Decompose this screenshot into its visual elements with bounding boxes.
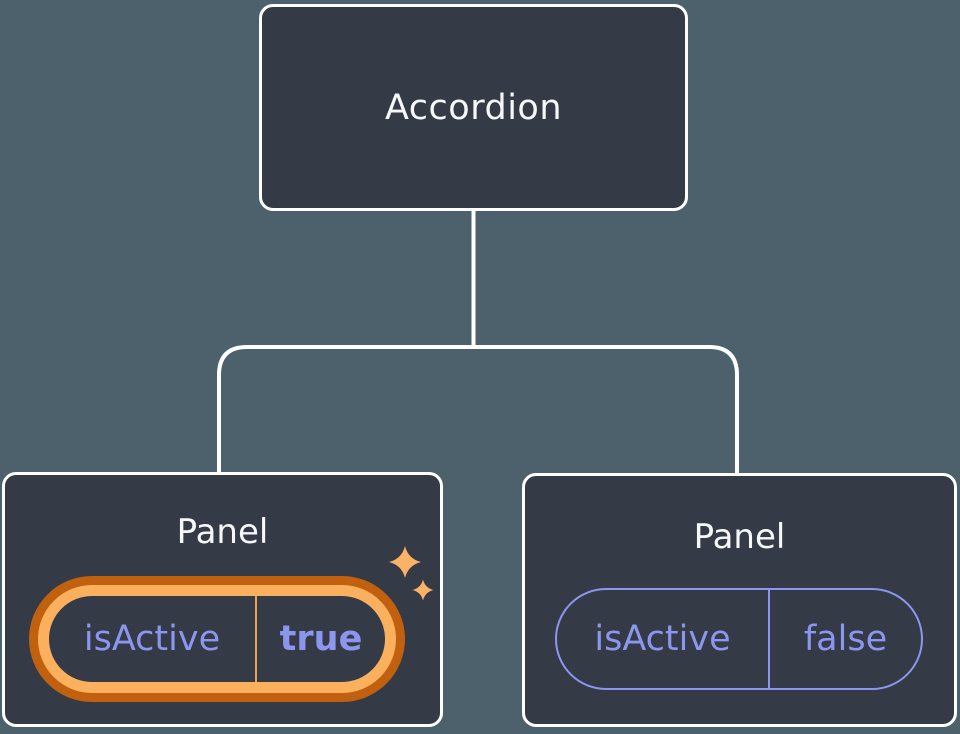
panel-title: Panel — [693, 517, 786, 557]
sparkle-icon-small — [412, 579, 434, 601]
prop-value: false — [803, 619, 888, 659]
panel-title: Panel — [176, 512, 269, 552]
prop-pill-highlighted: isActive true — [29, 576, 405, 702]
panel-node-active: Panel isActive true — [2, 472, 443, 727]
root-node-accordion: Accordion — [259, 4, 688, 211]
prop-value: true — [279, 619, 363, 659]
prop-pill-plain: isActive false — [555, 588, 923, 690]
panel-node-inactive: Panel isActive false — [522, 473, 957, 727]
sparkle-icon-large — [389, 546, 421, 578]
prop-divider — [255, 596, 257, 682]
prop-name: isActive — [83, 619, 221, 659]
prop-pill-inner: isActive true — [49, 596, 385, 682]
prop-divider — [768, 590, 770, 688]
prop-name: isActive — [594, 619, 731, 659]
root-node-label: Accordion — [384, 87, 563, 128]
